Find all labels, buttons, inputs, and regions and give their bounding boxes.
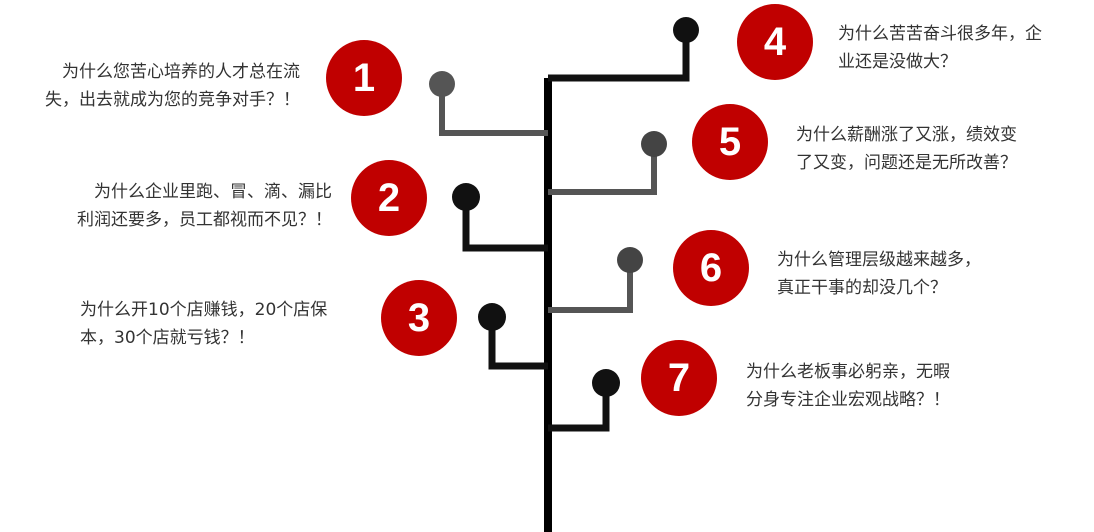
branch-2-node: [452, 183, 480, 211]
question-3-line-1: 为什么开10个店赚钱，20个店保: [80, 300, 328, 320]
question-7-line-1: 为什么老板事必躬亲，无暇: [746, 362, 950, 382]
branch-3: [488, 317, 548, 370]
question-3-text: 为什么开10个店赚钱，20个店保 本，30个店就亏钱？！: [80, 296, 370, 352]
branch-1-node: [429, 71, 455, 97]
badge-2: 2: [351, 160, 427, 236]
question-7-line-2: 分身专注企业宏观战略？！: [746, 390, 950, 410]
branch-6-node: [617, 247, 643, 273]
question-1-line-2: 失，出去就成为您的竞争对手？！: [45, 90, 300, 110]
question-4-text: 为什么苦苦奋斗很多年，企 业还是没做大？: [838, 20, 1088, 76]
branch-5: [548, 144, 657, 195]
badge-7: 7: [641, 340, 717, 416]
question-2-line-2: 利润还要多，员工都视而不见？！: [77, 210, 332, 230]
badge-5: 5: [692, 104, 768, 180]
question-5-text: 为什么薪酬涨了又涨，绩效变 了又变，问题还是无所改善？: [796, 121, 1086, 177]
question-1-text: 为什么您苦心培养的人才总在流 失，出去就成为您的竞争对手？！: [4, 58, 300, 114]
badge-4: 4: [737, 4, 813, 80]
question-5-line-1: 为什么薪酬涨了又涨，绩效变: [796, 125, 1017, 145]
question-6-text: 为什么管理层级越来越多， 真正干事的却没几个？: [777, 246, 1057, 302]
badge-1: 1: [326, 40, 402, 116]
branch-7: [548, 383, 610, 432]
branch-7-node: [592, 369, 620, 397]
question-3-line-2: 本，30个店就亏钱？！: [80, 328, 255, 348]
question-4-line-1: 为什么苦苦奋斗很多年，企: [838, 24, 1042, 44]
badge-6: 6: [673, 230, 749, 306]
question-2-text: 为什么企业里跑、冒、滴、漏比 利润还要多，员工都视而不见？！: [52, 178, 332, 234]
branch-4: [548, 30, 690, 82]
badge-3: 3: [381, 280, 457, 356]
question-4-line-2: 业还是没做大？: [838, 52, 957, 72]
question-7-text: 为什么老板事必躬亲，无暇 分身专注企业宏观战略？！: [746, 358, 1026, 414]
branch-6: [548, 260, 633, 313]
branch-2: [462, 197, 548, 252]
question-1-line-1: 为什么您苦心培养的人才总在流: [62, 62, 300, 82]
question-2-line-1: 为什么企业里跑、冒、滴、漏比: [94, 182, 332, 202]
branch-5-node: [641, 131, 667, 157]
branch-4-node: [673, 17, 699, 43]
question-6-line-1: 为什么管理层级越来越多，: [777, 250, 981, 270]
question-6-line-2: 真正干事的却没几个？: [777, 278, 947, 298]
question-5-line-2: 了又变，问题还是无所改善？: [796, 153, 1017, 173]
branch-1: [439, 84, 548, 136]
branch-3-node: [478, 303, 506, 331]
